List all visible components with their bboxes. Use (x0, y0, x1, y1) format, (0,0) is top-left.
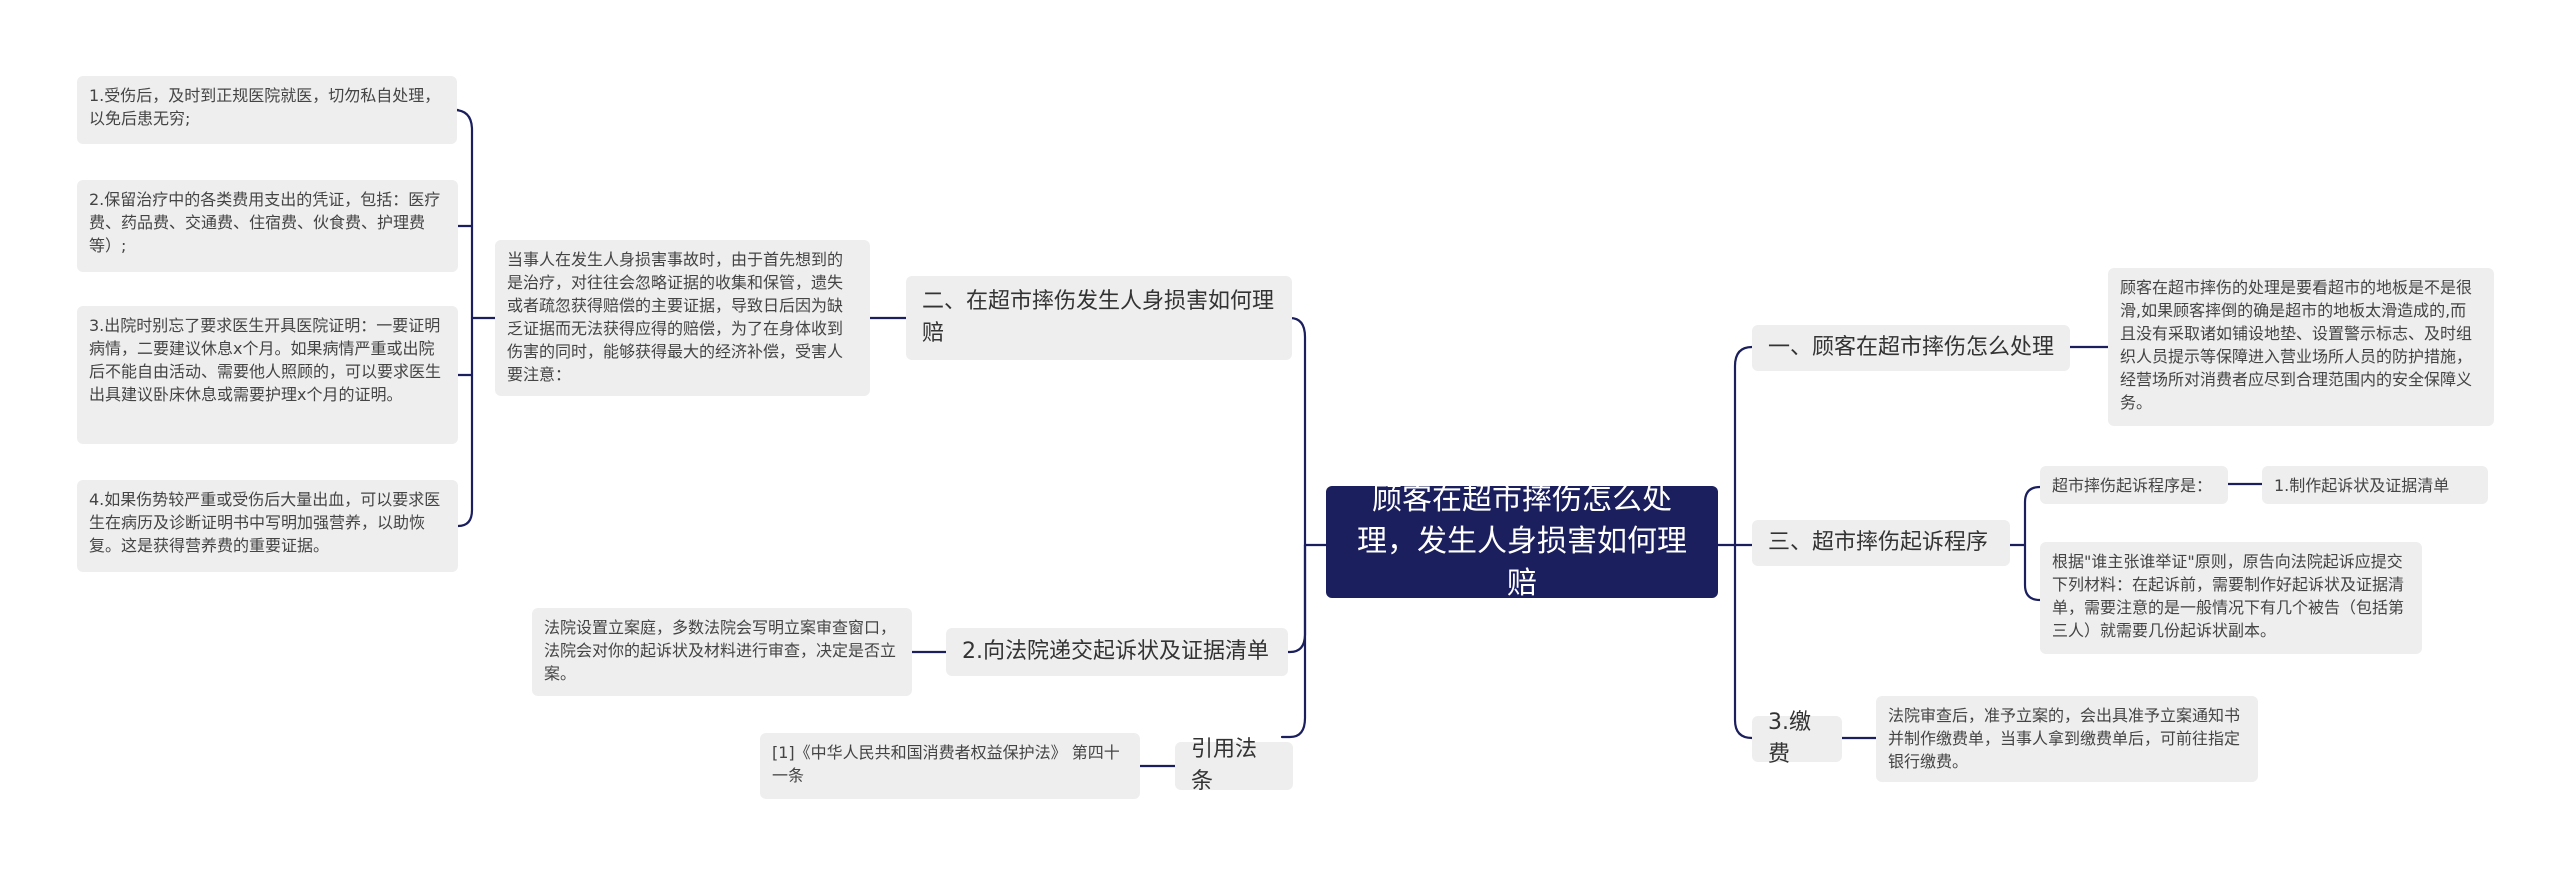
cited-law-text: [1]《中华人民共和国消费者权益保护法》 第四十一条 (772, 743, 1120, 785)
submit-complaint-text: 法院设置立案庭，多数法院会写明立案审查窗口，法院会对你的起诉状及材料进行审查，决… (544, 618, 897, 683)
connector-right2-spine (2008, 485, 2042, 602)
injury-intro-text: 当事人在发生人身损害事故时，由于首先想到的是治疗，对往往会忽略证据的收集和保管，… (507, 250, 844, 384)
procedure-sub-heading-text: 超市摔伤起诉程序是： (2052, 475, 2213, 495)
handling-note: 顾客在超市摔伤的处理是要看超市的地板是不是很滑,如果顾客摔倒的确是超市的地板太滑… (2108, 268, 2494, 426)
injury-item-2-text: 2.保留治疗中的各类费用支出的凭证，包括：医疗费、药品费、交通费、住宿费、伙食费… (89, 190, 441, 255)
procedure-step-1-text: 1.制作起诉状及证据清单 (2274, 475, 2450, 495)
payment-note: 法院审查后，准予立案的，会出具准予立案通知书并制作缴费单，当事人拿到缴费单后，可… (1876, 696, 2258, 782)
injury-item-3-text: 3.出院时别忘了要求医生开具医院证明：一要证明病情，二要建议休息x个月。如果病情… (89, 316, 442, 404)
connector-left-spine (1280, 543, 1307, 739)
root-node[interactable]: 顾客在超市摔伤怎么处理，发生人身损害如何理赔 (1326, 482, 1718, 601)
root-title: 顾客在超市摔伤怎么处理，发生人身损害如何理赔 (1357, 482, 1687, 601)
branch-cited-law[interactable]: 引用法条 (1175, 737, 1293, 794)
procedure-sub-heading: 超市摔伤起诉程序是： (2040, 466, 2228, 504)
payment-text: 法院审查后，准予立案的，会出具准予立案通知书并制作缴费单，当事人拿到缴费单后，可… (1888, 706, 2241, 771)
connector-right-spine (1733, 345, 1760, 740)
submit-complaint-note: 法院设置立案庭，多数法院会写明立案审查窗口，法院会对你的起诉状及材料进行审查，决… (532, 608, 912, 696)
branch-injury-compensation[interactable]: 二、在超市摔伤发生人身损害如何理赔 (906, 276, 1292, 360)
branch-handling-label: 一、顾客在超市摔伤怎么处理 (1768, 335, 2055, 360)
branch-lawsuit-procedure[interactable]: 三、超市摔伤起诉程序 (1752, 520, 2010, 566)
branch-injury-compensation-label: 二、在超市摔伤发生人身损害如何理赔 (922, 289, 1275, 346)
branch-submit-complaint[interactable]: 2.向法院递交起诉状及证据清单 (946, 628, 1288, 676)
handling-text: 顾客在超市摔伤的处理是要看超市的地板是不是很滑,如果顾客摔倒的确是超市的地板太滑… (2120, 278, 2473, 412)
injury-item-2: 2.保留治疗中的各类费用支出的凭证，包括：医疗费、药品费、交通费、住宿费、伙食费… (77, 180, 458, 272)
connector-left-mid (1280, 543, 1307, 654)
branch-handling[interactable]: 一、顾客在超市摔伤怎么处理 (1752, 325, 2070, 371)
injury-item-4-text: 4.如果伤势较严重或受伤后大量出血，可以要求医生在病历及诊断证明书中写明加强营养… (89, 490, 441, 555)
procedure-step-1: 1.制作起诉状及证据清单 (2262, 466, 2488, 504)
injury-item-1: 1.受伤后，及时到正规医院就医，切勿私自处理，以免后患无穷; (77, 76, 457, 144)
procedure-materials-text: 根据"谁主张谁举证"原则，原告向法院起诉应提交下列材料：在起诉前，需要制作好起诉… (2052, 552, 2405, 640)
injury-intro-note: 当事人在发生人身损害事故时，由于首先想到的是治疗，对往往会忽略证据的收集和保管，… (495, 240, 870, 396)
injury-item-4: 4.如果伤势较严重或受伤后大量出血，可以要求医生在病历及诊断证明书中写明加强营养… (77, 480, 458, 572)
injury-item-1-text: 1.受伤后，及时到正规医院就医，切勿私自处理，以免后患无穷; (89, 86, 441, 128)
cited-law-note: [1]《中华人民共和国消费者权益保护法》 第四十一条 (760, 733, 1140, 799)
branch-cited-law-label: 引用法条 (1191, 737, 1258, 794)
branch-payment[interactable]: 3.缴费 (1752, 710, 1842, 767)
injury-item-3: 3.出院时别忘了要求医生开具医院证明：一要证明病情，二要建议休息x个月。如果病情… (77, 306, 458, 444)
branch-payment-label: 3.缴费 (1768, 710, 1811, 767)
procedure-materials-note: 根据"谁主张谁举证"原则，原告向法院起诉应提交下列材料：在起诉前，需要制作好起诉… (2040, 542, 2422, 654)
branch-submit-complaint-label: 2.向法院递交起诉状及证据清单 (962, 639, 1269, 664)
branch-lawsuit-procedure-label: 三、超市摔伤起诉程序 (1768, 530, 1989, 555)
